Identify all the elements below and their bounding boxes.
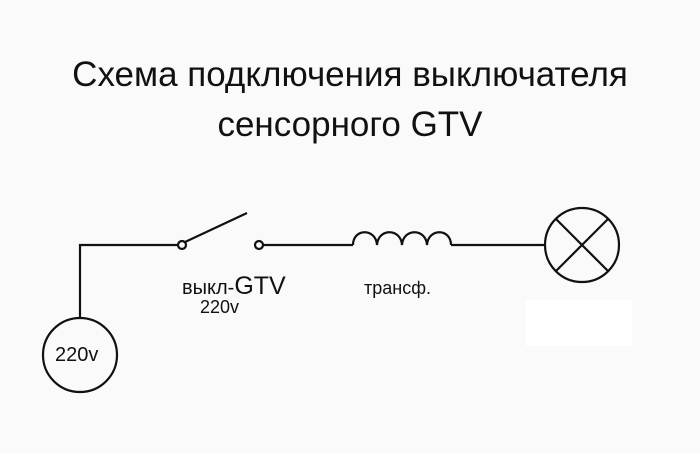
transformer-label: трансф. — [364, 278, 432, 298]
lamp-cross-2 — [555, 218, 609, 272]
switch-contact-left — [176, 239, 188, 251]
switch-contact-right — [253, 239, 265, 251]
switch-label: выкл-GTV — [182, 272, 286, 301]
switch-voltage: 220v — [200, 297, 240, 317]
lamp-symbol — [543, 206, 621, 284]
title-line-1: Схема подключения выключателя — [72, 55, 628, 94]
source-symbol — [41, 316, 119, 394]
wire-source — [78, 243, 178, 318]
switch-model: GTV — [234, 272, 286, 300]
transformer-coil — [351, 231, 453, 246]
blank-patch — [526, 300, 632, 346]
switch-prefix: выкл- — [182, 277, 235, 299]
switch-lever — [184, 212, 248, 243]
title-line-2: сенсорного GTV — [217, 105, 483, 144]
source-label: 220v — [55, 344, 99, 366]
